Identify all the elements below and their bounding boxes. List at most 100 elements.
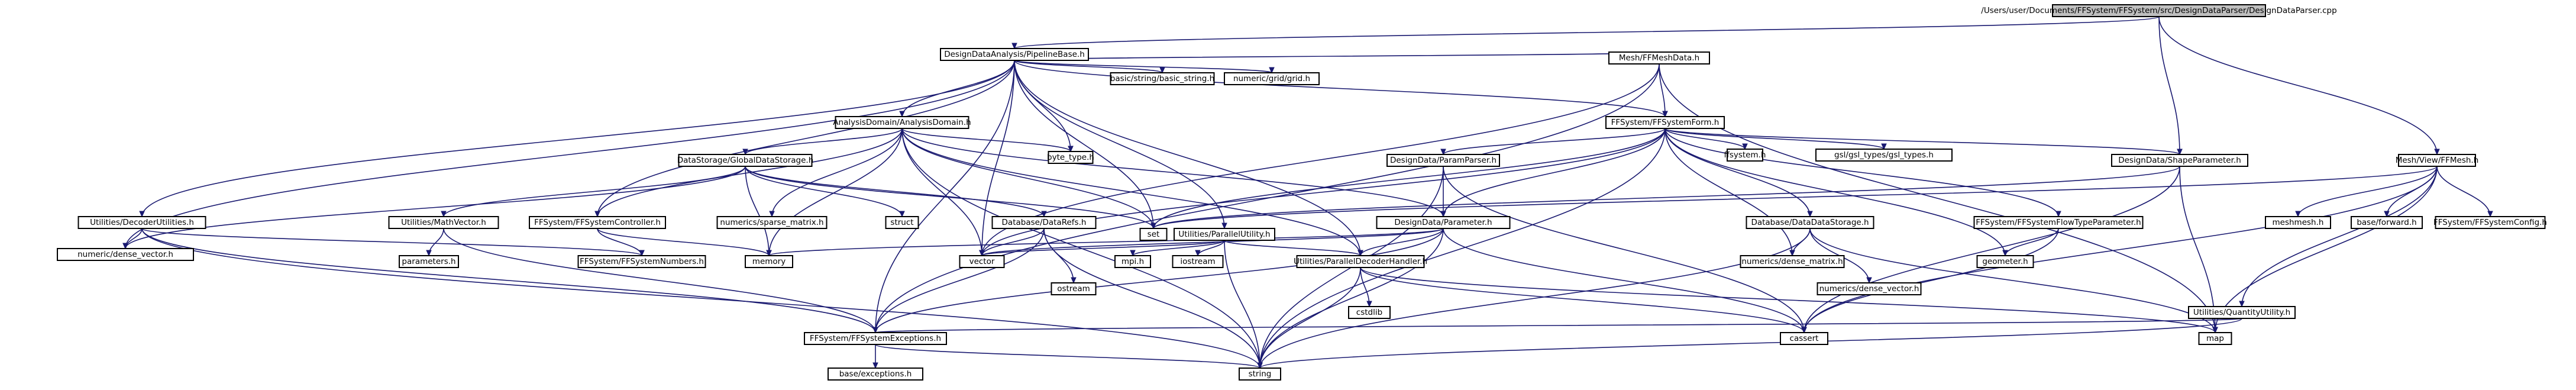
file-node-numeric-vector[interactable]: numeric/dense_vector.h — [57, 248, 194, 261]
file-node-box — [1746, 216, 1874, 229]
file-node-box — [745, 255, 793, 268]
file-node-memory[interactable]: memory — [745, 255, 793, 268]
file-node-box — [1976, 255, 2034, 268]
file-node-sparse-matrix[interactable]: numerics/sparse_matrix.h — [716, 216, 828, 229]
dependency-edge — [768, 128, 903, 256]
dependency-edge — [1664, 128, 1885, 150]
file-node-box — [1110, 72, 1215, 85]
dependency-arrowhead — [426, 250, 432, 257]
file-node-basic-string[interactable]: basic/string/basic_string.h — [1110, 72, 1215, 85]
file-node-label: cstdlib — [1356, 308, 1382, 317]
file-node-vector[interactable]: vector — [959, 255, 1005, 268]
dependency-edge — [2436, 166, 2491, 217]
file-node-label: base/forward.h — [2357, 218, 2416, 227]
file-node-baseexceptions[interactable]: base/exceptions.h — [828, 368, 923, 381]
dependency-edge — [981, 128, 1666, 256]
file-node-label: numerics/dense_matrix.h — [1741, 257, 1843, 266]
file-node-byte-type[interactable]: byte_type.h — [1047, 151, 1094, 164]
dependency-arrowhead — [2055, 211, 2061, 218]
dependency-edge — [1043, 228, 1260, 369]
file-node-label: numerics/sparse_matrix.h — [720, 218, 823, 227]
file-node-database-refs[interactable]: Database/DataRefs.h — [991, 216, 1097, 229]
dependency-edge — [1360, 267, 1805, 333]
file-node-map[interactable]: map — [2198, 332, 2232, 345]
file-node-numerics-vector[interactable]: numerics/dense_vector.h — [1817, 282, 1922, 295]
dependency-arrowhead — [1440, 211, 1446, 218]
file-node-string[interactable]: string — [1239, 368, 1281, 381]
file-node-baseforward[interactable]: base/forward.h — [2351, 216, 2423, 229]
file-node-box — [1817, 282, 1922, 295]
dependency-arrowhead — [1742, 143, 1748, 150]
dependency-edge — [1224, 240, 1260, 369]
file-node-label: geometer.h — [1982, 257, 2028, 266]
file-node-meshview[interactable]: Mesh/View/FFMesh.h — [2396, 154, 2479, 167]
dependency-arrowhead — [639, 250, 645, 257]
file-node-box — [885, 216, 919, 229]
dependency-edge — [428, 228, 444, 256]
file-node-label: Utilities/DecoderUtilities.h — [90, 218, 194, 227]
file-node-label: memory — [752, 257, 786, 266]
dependency-edge — [901, 128, 1444, 217]
dependency-edge — [1259, 128, 1666, 369]
dependency-edge — [1259, 228, 1811, 369]
file-node-gsl-gsl[interactable]: gsl/gsl_types/gsl_types.h — [1815, 149, 1953, 162]
file-node-utilities-parallel[interactable]: Utilities/ParallelUtility.h — [1174, 228, 1275, 241]
file-node-database-datastorage[interactable]: Database/DataDataStorage.h — [1746, 216, 1874, 229]
dependency-edge — [981, 228, 1045, 256]
file-node-ffsystemflowtype[interactable]: FFSystem/FFSystemFlowTypeParameter.h — [1973, 216, 2144, 229]
file-node-analysisdomain[interactable]: AnalysisDomain/AnalysisDomain.h — [833, 116, 971, 129]
file-node-ffsystemcontroller[interactable]: FFSystem/FFSystemController.h — [529, 216, 666, 229]
dependency-arrowhead — [899, 111, 905, 118]
file-node-mpi[interactable]: mpi.h — [1114, 255, 1151, 268]
dependency-edge — [125, 228, 143, 249]
file-node-label: Utilities/MathVector.h — [401, 218, 486, 227]
dependency-edge — [901, 128, 1260, 369]
file-node-meshmesh[interactable]: meshmesh.h — [2265, 216, 2331, 229]
file-node-ostream[interactable]: ostream — [1051, 282, 1097, 295]
file-node-globaldatastorage[interactable]: DataStorage/GlobalDataStorage.h — [677, 154, 814, 167]
file-node-ffsystemconfig[interactable]: FFSystem/FFSystemConfig.h — [2433, 216, 2547, 229]
dependency-edge — [2158, 16, 2438, 155]
file-node-utilities-decoder[interactable]: Utilities/DecoderUtilities.h — [77, 216, 206, 229]
file-node-designdatashapeparam[interactable]: DesignData/ShapeParameter.h — [2111, 154, 2248, 167]
dependency-arrowhead — [2384, 211, 2390, 218]
file-node-meshdata[interactable]: Mesh/FFMeshData.h — [1608, 51, 1710, 65]
dependency-arrowhead — [2212, 327, 2218, 334]
file-node-geometer[interactable]: geometer.h — [1976, 255, 2034, 268]
file-node-set[interactable]: set — [1139, 228, 1168, 241]
file-node-utilities-quantity[interactable]: Utilities/QuantityUtility.h — [2188, 306, 2296, 319]
file-node-box — [2111, 154, 2248, 167]
file-node-designdataparam[interactable]: DesignData/Parameter.h — [1376, 216, 1511, 229]
file-node-utilities-vector[interactable]: Utilities/MathVector.h — [388, 216, 499, 229]
dependency-arrowhead — [2177, 149, 2183, 156]
file-node-ffsystemform[interactable]: FFSystem/FFSystemForm.h — [1605, 116, 1725, 129]
file-node-parameters[interactable]: parameters.h — [399, 255, 459, 268]
file-node-cstdlib[interactable]: cstdlib — [1348, 306, 1391, 319]
dependency-arrowhead — [2002, 250, 2008, 257]
file-node-numeric-grid[interactable]: numeric/grid/grid.h — [1224, 72, 1320, 85]
file-node-ffsystemnumbers[interactable]: FFSystem/FFSystemNumbers.h — [577, 255, 706, 268]
file-node-box — [399, 255, 459, 268]
file-node-paralleldecoder[interactable]: Utilities/ParallelDecoderHandler.h — [1294, 255, 1427, 268]
file-node-iostream[interactable]: iostream — [1172, 255, 1224, 268]
file-node-box — [529, 216, 666, 229]
file-node-paramparser[interactable]: DesignData/ParamParser.h — [1386, 154, 1500, 167]
file-node-ffsystem-h[interactable]: ffsystem.h — [1724, 149, 1766, 162]
dependency-edge — [1803, 166, 2438, 333]
file-node-ffsystemexceptions[interactable]: FFSystem/FFSystemExceptions.h — [804, 332, 947, 345]
file-node-cassert[interactable]: cassert — [1780, 332, 1828, 345]
file-node-label: DesignData/ShapeParameter.h — [2118, 156, 2241, 165]
file-node-numerics-matrix[interactable]: numerics/dense_matrix.h — [1740, 255, 1845, 268]
dependency-arrowhead — [1257, 362, 1263, 369]
dependency-arrowhead — [594, 211, 600, 218]
dependency-edge — [2386, 166, 2438, 217]
file-node-label: Utilities/ParallelUtility.h — [1178, 230, 1270, 239]
file-node-label: DesignData/ParamParser.h — [1390, 156, 1497, 165]
file-node-box — [2435, 216, 2546, 229]
file-node-pipelinebase[interactable]: DesignDataAnalysis/PipelineBase.h — [940, 48, 1089, 61]
file-node-label: ostream — [1057, 284, 1090, 294]
file-node-label: map — [2206, 334, 2224, 343]
file-node-box — [388, 216, 499, 229]
file-node-struct[interactable]: struct — [885, 216, 919, 229]
